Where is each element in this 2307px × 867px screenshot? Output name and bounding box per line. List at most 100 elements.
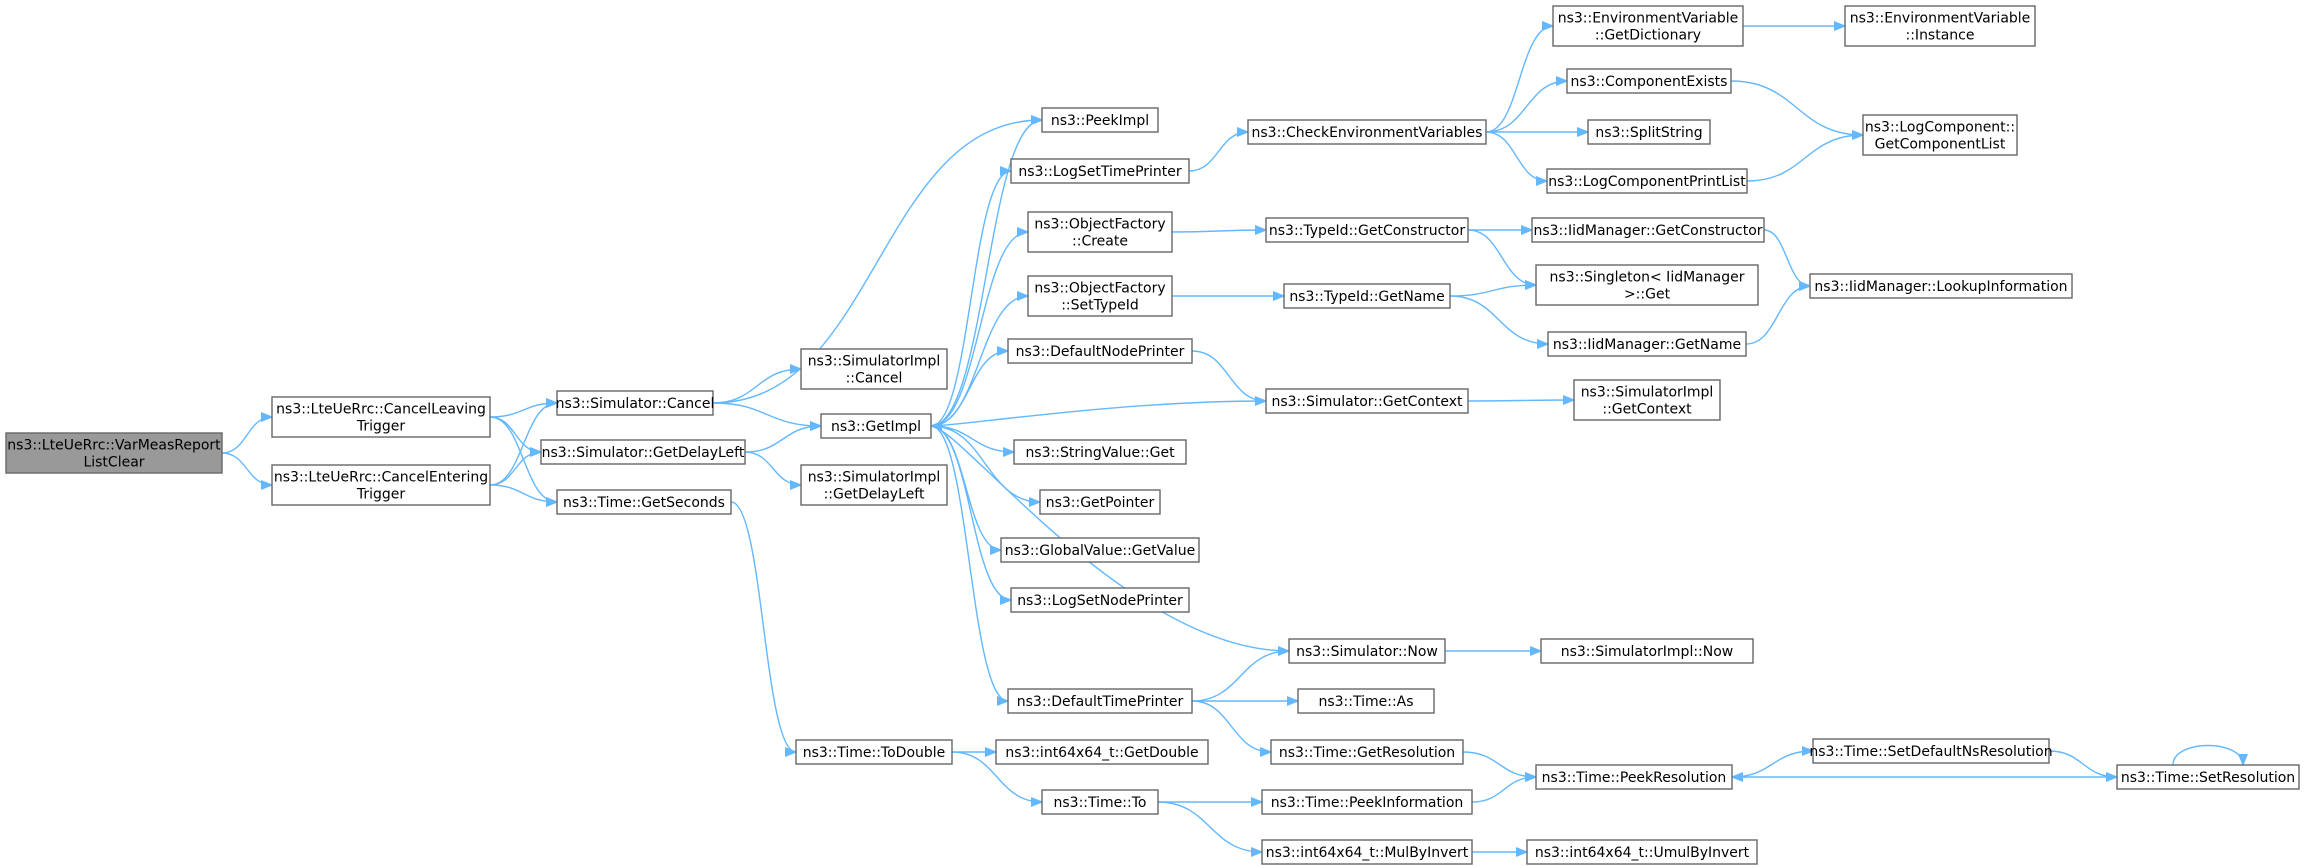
edge-timePeekInformation-to-timePeekResolution [1471, 777, 1536, 803]
node-int64GetDouble[interactable]: ns3::int64x64_t::GetDouble [995, 739, 1209, 765]
node-simGetContext[interactable]: ns3::Simulator::GetContext [1265, 388, 1469, 414]
node-box [1862, 114, 2018, 156]
node-label: ns3::IidManager::GetName [1553, 337, 1741, 353]
node-objFactoryCreate[interactable]: ns3::ObjectFactory::Create [1027, 211, 1173, 253]
edge-getImpl-to-logSetNodePrinter [930, 425, 1012, 600]
node-label: >::Get [1624, 287, 1671, 303]
node-simImplGetDelayLeft[interactable]: ns3::SimulatorImpl::GetDelayLeft [800, 464, 948, 506]
node-label: ns3::int64x64_t::MulByInvert [1266, 845, 1469, 861]
node-defaultTimePrinter[interactable]: ns3::DefaultTimePrinter [1007, 688, 1193, 714]
edge-simGetContext-to-getImpl [931, 400, 1267, 426]
node-box [1526, 839, 1758, 865]
node-box [1297, 688, 1435, 714]
node-simImplCancel[interactable]: ns3::SimulatorImpl::Cancel [800, 348, 948, 390]
node-timeAs[interactable]: ns3::Time::As [1297, 688, 1435, 714]
node-iidGetName[interactable]: ns3::IidManager::GetName [1547, 331, 1747, 357]
node-box [1039, 489, 1161, 515]
node-iidLookupInfo[interactable]: ns3::IidManager::LookupInformation [1809, 273, 2073, 299]
node-checkEnvVars[interactable]: ns3::CheckEnvironmentVariables [1247, 119, 1487, 145]
node-box [1007, 338, 1193, 364]
node-timeSetResolution[interactable]: ns3::Time::SetResolution [2116, 764, 2300, 790]
node-label: ns3::Simulator::Now [1296, 644, 1438, 660]
node-logComponentPrintList[interactable]: ns3::LogComponentPrintList [1546, 168, 1748, 194]
node-stringValueGet[interactable]: ns3::StringValue::Get [1013, 439, 1187, 465]
node-box [1540, 638, 1754, 664]
node-box [1010, 158, 1190, 184]
node-objFactorySetTypeId[interactable]: ns3::ObjectFactory::SetTypeId [1027, 275, 1173, 317]
node-logSetTimePrinter[interactable]: ns3::LogSetTimePrinter [1010, 158, 1190, 184]
node-getImpl[interactable]: ns3::GetImpl [820, 413, 932, 439]
node-box [820, 413, 932, 439]
node-label: ns3::GetPointer [1046, 495, 1155, 511]
node-label: ns3::LogSetTimePrinter [1018, 164, 1182, 180]
node-simNow[interactable]: ns3::Simulator::Now [1288, 638, 1446, 664]
node-singletonGet[interactable]: ns3::Singleton< IidManager>::Get [1535, 264, 1759, 306]
node-label: Trigger [356, 419, 406, 435]
node-componentExists[interactable]: ns3::ComponentExists [1566, 68, 1732, 94]
node-typeIdGetConstructor[interactable]: ns3::TypeId::GetConstructor [1265, 217, 1469, 243]
node-peekImpl[interactable]: ns3::PeekImpl [1041, 107, 1159, 133]
node-box [1270, 739, 1464, 765]
node-logSetNodePrinter[interactable]: ns3::LogSetNodePrinter [1010, 587, 1190, 613]
node-label: ns3::LogSetNodePrinter [1017, 593, 1183, 609]
node-box [1535, 264, 1759, 306]
node-box [1546, 168, 1748, 194]
node-envVarGetDictionary[interactable]: ns3::EnvironmentVariable::GetDictionary [1552, 5, 1744, 47]
node-simCancel[interactable]: ns3::Simulator::Cancel [556, 390, 715, 416]
node-label: ns3::DefaultNodePrinter [1016, 344, 1185, 360]
node-box [556, 489, 732, 515]
node-box [1531, 217, 1765, 243]
node-timeToDouble[interactable]: ns3::Time::ToDouble [795, 739, 953, 765]
node-box [1010, 587, 1190, 613]
node-logCompGetList[interactable]: ns3::LogComponent::GetComponentList [1862, 114, 2018, 156]
node-label: ns3::ObjectFactory [1034, 217, 1165, 233]
node-timeSetDefaultNsRes[interactable]: ns3::Time::SetDefaultNsResolution [1809, 738, 2053, 764]
node-simGetDelayLeft[interactable]: ns3::Simulator::GetDelayLeft [540, 439, 746, 465]
node-timeGetSeconds[interactable]: ns3::Time::GetSeconds [556, 489, 732, 515]
node-int64UmulByInvert[interactable]: ns3::int64x64_t::UmulByInvert [1526, 839, 1758, 865]
node-box [995, 739, 1209, 765]
edge-simGetContext-to-simImplGetContext [1467, 400, 1574, 401]
node-label: ns3::IidManager::GetConstructor [1533, 223, 1762, 239]
node-box [1812, 738, 2050, 764]
edge-getImpl-to-defaultNodePrinter [930, 351, 1008, 427]
nodes-layer: ns3::LteUeRrc::VarMeasReportListClearns3… [5, 5, 2300, 865]
node-typeIdGetName[interactable]: ns3::TypeId::GetName [1283, 283, 1451, 309]
edge-getImpl-to-peekImpl [930, 120, 1042, 427]
node-simImplNow[interactable]: ns3::SimulatorImpl::Now [1540, 638, 1754, 664]
node-box [1265, 217, 1469, 243]
node-defaultNodePrinter[interactable]: ns3::DefaultNodePrinter [1007, 338, 1193, 364]
edge-getImpl-to-logSetTimePrinter [930, 171, 1012, 427]
node-timePeekInformation[interactable]: ns3::Time::PeekInformation [1261, 789, 1473, 815]
node-box [5, 432, 223, 474]
node-box [1007, 688, 1193, 714]
node-label: GetComponentList [1875, 137, 2006, 153]
node-timePeekResolution[interactable]: ns3::Time::PeekResolution [1535, 764, 1733, 790]
node-iidGetConstructor[interactable]: ns3::IidManager::GetConstructor [1531, 217, 1765, 243]
edge-simGetDelayLeft-to-simImplGetDelayLeft [744, 451, 801, 485]
node-globalValueGetValue[interactable]: ns3::GlobalValue::GetValue [1000, 537, 1200, 563]
node-label: ns3::Time::PeekResolution [1542, 770, 1727, 786]
node-label: ::Cancel [846, 371, 903, 387]
edge-root-to-cancelEntering [221, 452, 273, 485]
node-timeTo[interactable]: ns3::Time::To [1041, 789, 1159, 815]
node-int64MulByInvert[interactable]: ns3::int64x64_t::MulByInvert [1261, 839, 1473, 865]
node-simImplGetContext[interactable]: ns3::SimulatorImpl::GetContext [1573, 379, 1721, 421]
node-timeGetResolution[interactable]: ns3::Time::GetResolution [1270, 739, 1464, 765]
edge-typeIdGetName-to-singletonGet [1449, 285, 1536, 297]
node-getPointer[interactable]: ns3::GetPointer [1039, 489, 1161, 515]
node-label: ns3::Time::ToDouble [803, 745, 946, 761]
node-splitString[interactable]: ns3::SplitString [1587, 119, 1711, 145]
node-box [1288, 638, 1446, 664]
edge-logComponentPrintList-to-logCompGetList [1746, 135, 1863, 182]
node-label: ::GetDictionary [1595, 28, 1701, 44]
node-box [1261, 839, 1473, 865]
node-label: ns3::Time::As [1318, 694, 1413, 710]
node-envVarInstance[interactable]: ns3::EnvironmentVariable::Instance [1844, 5, 2036, 47]
node-box [1027, 211, 1173, 253]
edge-checkEnvVars-to-logComponentPrintList [1485, 131, 1548, 181]
node-label: ns3::Singleton< IidManager [1550, 270, 1745, 286]
